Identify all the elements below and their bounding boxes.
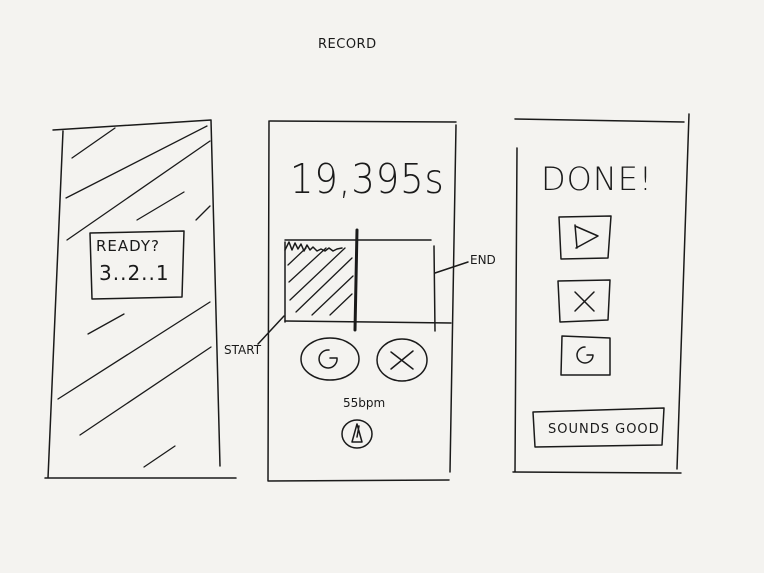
delete-button[interactable] xyxy=(557,279,611,323)
countdown-text: 3..2..1 xyxy=(99,261,170,285)
recorded-waveform xyxy=(284,241,354,316)
discard-button[interactable] xyxy=(376,338,428,382)
recording-timer: 19,395s xyxy=(290,155,445,203)
start-label: START xyxy=(224,343,262,357)
start-pointer xyxy=(257,315,285,345)
play-button[interactable] xyxy=(558,215,612,260)
recording-screen xyxy=(257,120,469,482)
ready-hatching xyxy=(57,125,212,468)
done-screen xyxy=(512,113,690,474)
restart-button[interactable] xyxy=(300,337,360,381)
bpm-label: 55bpm xyxy=(343,396,386,410)
end-label: END xyxy=(470,253,496,267)
metronome-icon xyxy=(351,423,363,443)
ready-screen xyxy=(44,119,237,479)
ready-label: READY? xyxy=(96,237,161,255)
sounds-good-label[interactable]: SOUNDS GOOD xyxy=(548,422,660,437)
restart-icon xyxy=(318,349,338,369)
retake-button[interactable] xyxy=(560,335,611,376)
close-icon xyxy=(574,291,595,312)
sounds-good-button[interactable] xyxy=(532,407,665,448)
close-icon xyxy=(390,350,414,370)
play-icon xyxy=(574,224,599,249)
restart-icon xyxy=(576,346,594,364)
metronome-button[interactable] xyxy=(341,419,373,449)
playhead xyxy=(353,228,359,332)
page-title: RECORD xyxy=(318,37,377,52)
done-title: DONE! xyxy=(541,160,653,198)
ready-dialog xyxy=(89,230,185,300)
waveform-panel xyxy=(257,228,469,345)
end-pointer xyxy=(434,261,469,274)
